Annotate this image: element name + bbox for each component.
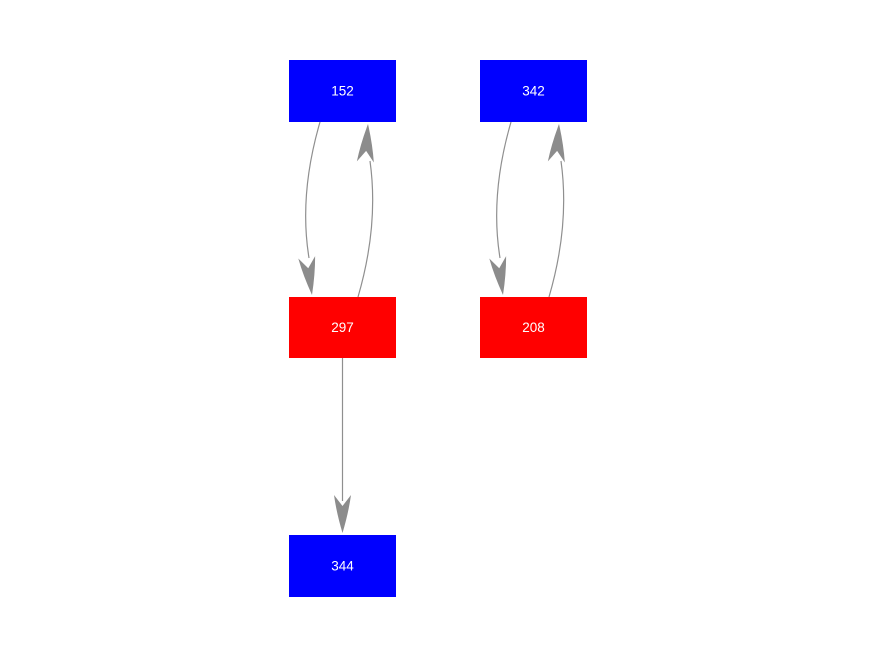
graph-node-342: 342 [480, 60, 587, 122]
node-label: 152 [331, 84, 354, 99]
arrowhead-icon [334, 495, 351, 533]
edge-line [548, 160, 565, 298]
edge-layer [298, 121, 565, 533]
node-label: 297 [331, 320, 354, 335]
graph-edge-342-to-208 [489, 121, 512, 295]
edge-line [305, 121, 321, 259]
node-rect [289, 297, 396, 358]
graph-node-208: 208 [480, 297, 587, 358]
graph-edge-297-to-152 [356, 124, 374, 298]
graph-node-152: 152 [289, 60, 396, 122]
graph-edge-297-to-344 [334, 358, 351, 533]
node-layer: 152 342 297 208 344 [289, 60, 587, 597]
graph-node-344: 344 [289, 535, 396, 597]
graph-edge-208-to-342 [547, 124, 565, 298]
arrowhead-icon [298, 256, 316, 295]
node-label: 342 [522, 84, 545, 99]
node-rect [289, 535, 396, 597]
arrowhead-icon [489, 256, 507, 295]
node-rect [289, 60, 396, 122]
node-rect [480, 297, 587, 358]
arrowhead-icon [547, 124, 565, 163]
node-label: 208 [522, 320, 545, 335]
graph-edge-152-to-297 [298, 121, 321, 295]
graph-node-297: 297 [289, 297, 396, 358]
node-label: 344 [331, 559, 354, 574]
edge-line [357, 160, 374, 298]
edge-line [496, 121, 512, 259]
node-rect [480, 60, 587, 122]
arrowhead-icon [356, 124, 374, 163]
